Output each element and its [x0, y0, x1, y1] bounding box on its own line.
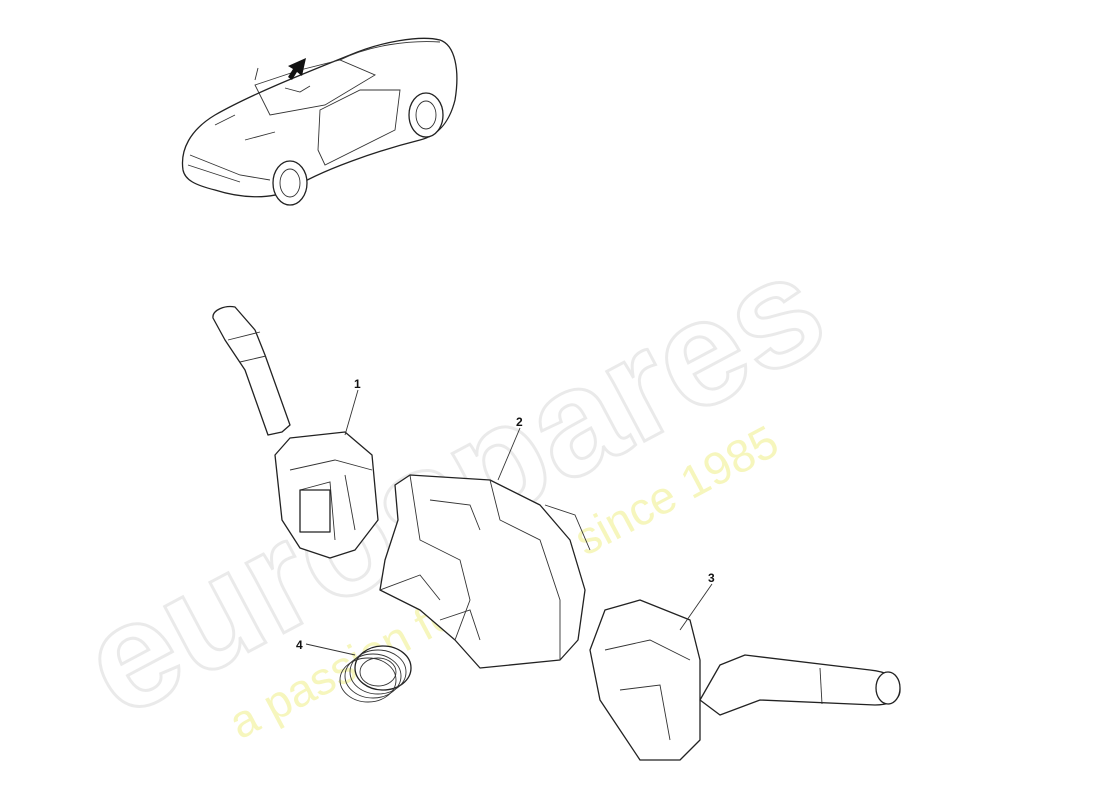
- callout-2[interactable]: 2: [497, 415, 523, 481]
- part-3-wiper-stalk: [589, 599, 901, 761]
- callout-4[interactable]: 4: [296, 638, 356, 656]
- part-2-clock-spring: [379, 474, 591, 669]
- part-4-spring: [339, 645, 412, 703]
- car-locator-illustration: [181, 37, 458, 206]
- callout-label: 2: [516, 415, 523, 429]
- callout-label: 4: [296, 638, 303, 652]
- part-1-indicator-stalk: [212, 305, 379, 559]
- callout-label: 1: [354, 377, 361, 391]
- callout-label: 3: [708, 571, 715, 585]
- locator-arrow-icon: [288, 58, 306, 80]
- callout-1[interactable]: 1: [344, 377, 361, 436]
- callout-3[interactable]: 3: [679, 571, 715, 631]
